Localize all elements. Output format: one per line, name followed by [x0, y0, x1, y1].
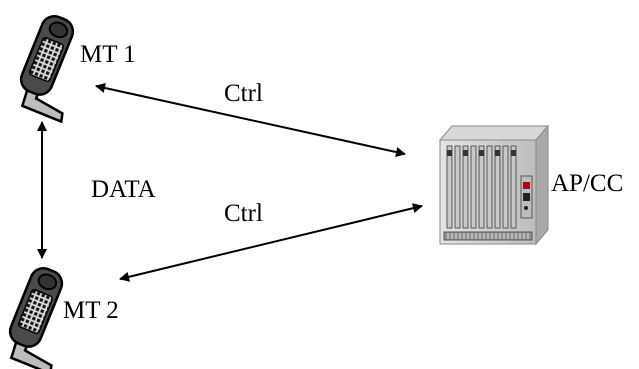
ctrl-arrow-mt1-apcc: [95, 83, 406, 157]
data-label: DATA: [91, 176, 156, 203]
ctrl-bottom-label: Ctrl: [224, 200, 263, 227]
ctrl-top-label: Ctrl: [224, 80, 263, 107]
mobile-handset-mt2-icon: [8, 267, 64, 369]
mt2-label: MT 2: [63, 297, 119, 324]
mt1-label: MT 1: [80, 41, 136, 68]
server-rack-apcc-icon: [438, 124, 550, 246]
mobile-handset-mt1-icon: [19, 15, 75, 124]
apcc-label: AP/CC: [551, 170, 623, 197]
ctrl-arrow-mt2-apcc: [119, 203, 423, 282]
